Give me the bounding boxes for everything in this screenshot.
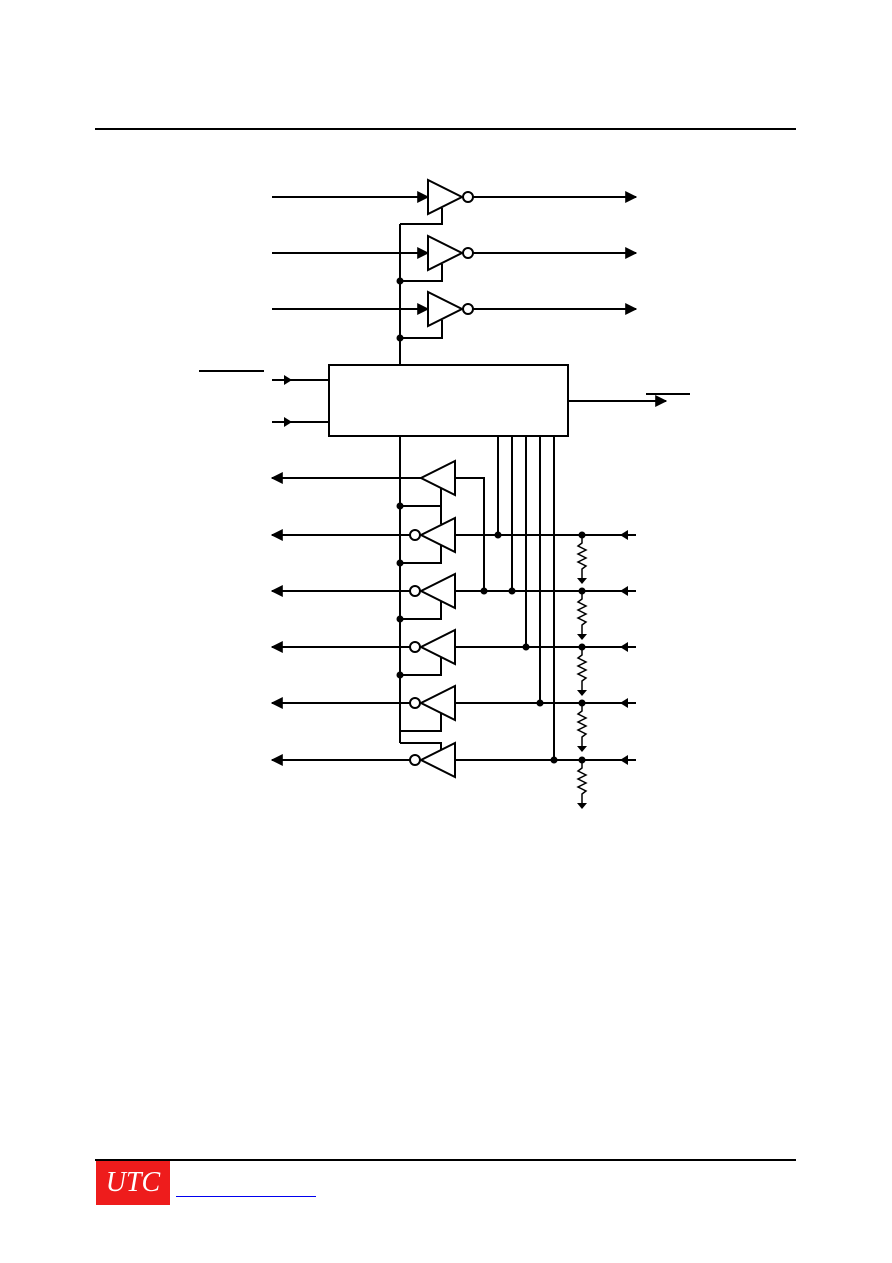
input-inverter-1 [272,178,638,225]
output-inverter-6 [270,741,636,779]
utc-logo: UTC [96,1161,170,1205]
footer-rule [95,1159,796,1161]
input-inverter-3 [272,290,638,339]
pulldown-resistors [576,535,588,803]
logo-text: UTC [105,1167,161,1198]
website-link[interactable] [176,1178,316,1197]
output-inverter-2 [270,506,636,564]
input-inverter-2 [272,234,638,282]
output-inverter-3 [270,572,636,620]
output-inverter-5 [270,684,636,732]
junction-dots [396,277,586,764]
output-inverter-4 [270,628,636,676]
header-rule [95,128,796,130]
control-block [328,364,569,437]
